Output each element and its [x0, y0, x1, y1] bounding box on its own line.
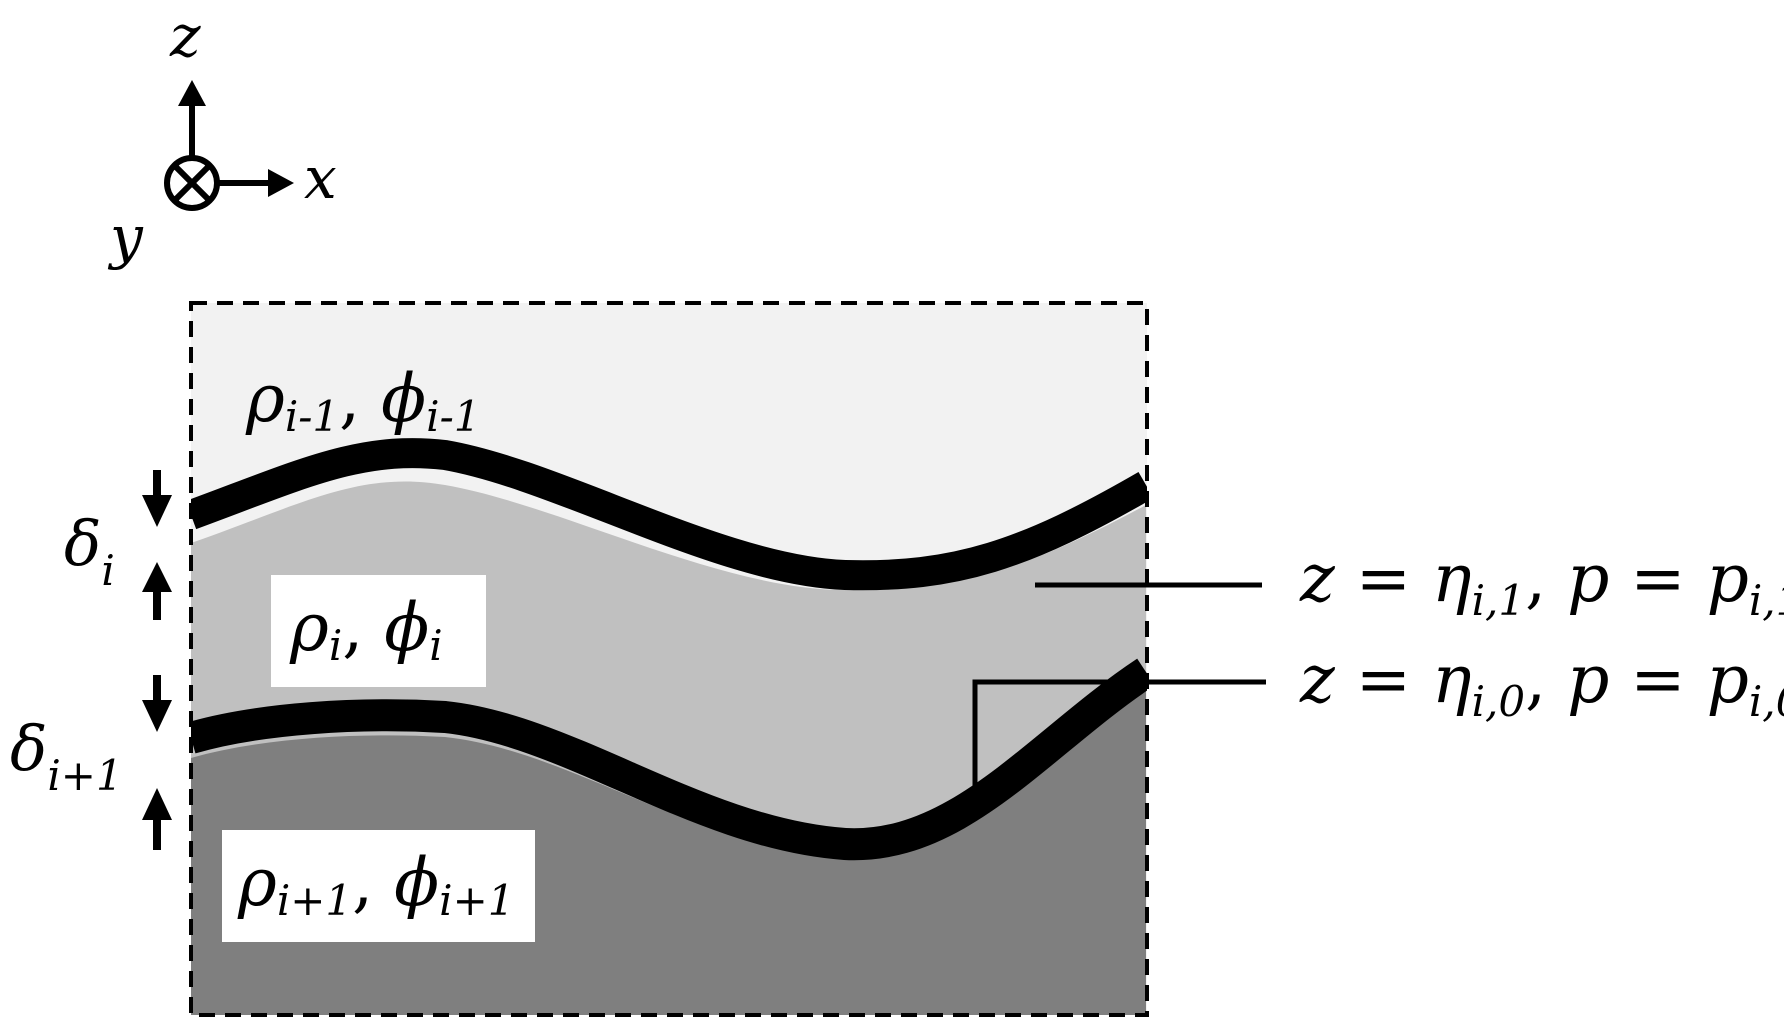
delta-subscript: i+1	[47, 751, 122, 800]
middle-phi-symbol: ϕ	[384, 589, 429, 666]
upper-rho-symbol: ρ	[245, 360, 285, 437]
x-arrowhead-icon	[268, 169, 294, 197]
y-axis-label: y	[107, 203, 144, 271]
delta-symbol: δ	[64, 507, 101, 580]
middle-label-box	[271, 575, 486, 687]
lower-label-box	[222, 830, 535, 942]
domain-dashed-border	[189, 301, 1149, 1017]
up-arrow-icon	[142, 788, 172, 820]
lower-rho-subscript: i+1	[277, 876, 352, 925]
z-arrowhead-icon	[178, 80, 206, 106]
upper-region-label: ρi-1, ϕi-1	[245, 360, 481, 441]
lower-region-label: ρi+1, ϕi+1	[237, 844, 515, 925]
lower-phi-subscript: i+1	[439, 876, 514, 925]
lower-thickness-indicator: δi+1	[10, 675, 172, 850]
middle-phi-subscript: i	[429, 621, 442, 670]
upper-phi-symbol: ϕ	[381, 360, 426, 437]
middle-rho-subscript: i	[329, 621, 342, 670]
delta-subscript: i	[101, 546, 114, 595]
upper-rho-subscript: i-1	[285, 392, 339, 441]
y-into-page-icon	[164, 155, 220, 211]
middle-region-label: ρi, ϕi	[289, 589, 443, 670]
region-labels: ρi-1, ϕi-1 ρi, ϕi ρi+1, ϕi+1	[222, 360, 535, 942]
upper-thickness-label: δi	[64, 507, 115, 595]
top-interface-equation: z = ηi,1, p = pi,1	[1299, 540, 1784, 625]
down-arrow-icon	[142, 700, 172, 732]
middle-rho-symbol: ρ	[289, 589, 329, 666]
lower-phi-symbol: ϕ	[394, 844, 439, 921]
coordinate-axes: z x y	[107, 2, 337, 271]
upper-phi-subscript: i-1	[426, 392, 480, 441]
lower-thickness-label: δi+1	[10, 712, 123, 800]
lower-rho-symbol: ρ	[237, 844, 277, 921]
upper-interface-band	[191, 438, 1147, 591]
upper-thickness-indicator: δi	[64, 470, 172, 620]
x-axis-label: x	[304, 144, 337, 212]
up-arrow-icon	[142, 562, 172, 592]
z-axis-label: z	[169, 2, 201, 70]
bottom-callout-leader	[972, 679, 1266, 814]
delta-symbol: δ	[10, 712, 47, 785]
bottom-interface-equation: z = ηi,0, p = pi,0	[1299, 641, 1784, 726]
lower-interface-band	[191, 658, 1147, 861]
down-arrow-icon	[142, 495, 172, 527]
